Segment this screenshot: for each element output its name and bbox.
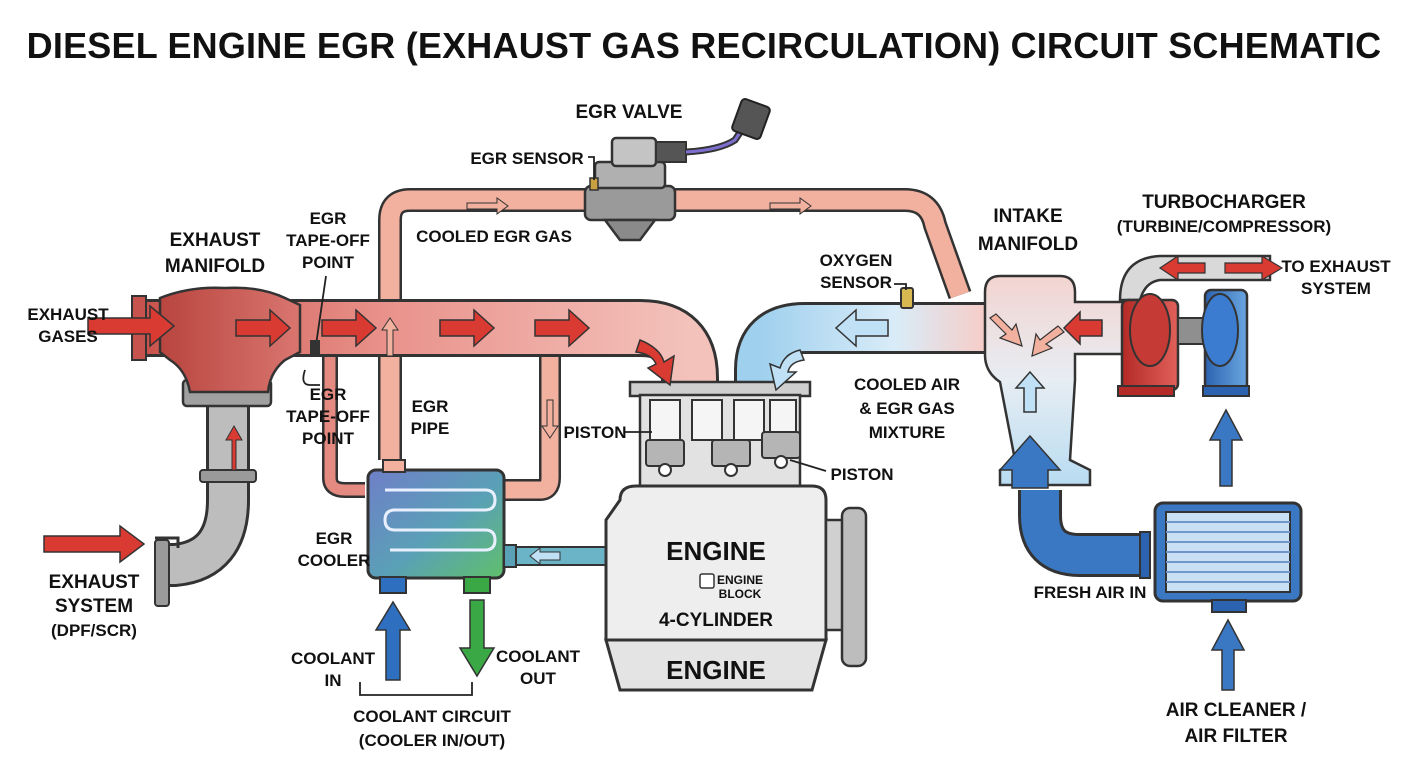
label-engine-block-2: BLOCK <box>719 587 762 601</box>
label-intake-manifold-2: MANIFOLD <box>978 234 1078 255</box>
label-air-cleaner-1: AIR CLEANER / <box>1166 700 1307 721</box>
engine-block-icon <box>699 573 715 589</box>
oxygen-sensor <box>900 287 914 309</box>
intake-pipe <box>734 302 985 396</box>
label-tapeoff-bot-2: TAPE-OFF <box>286 407 370 426</box>
label-exhaust-manifold-2: MANIFOLD <box>165 256 265 277</box>
label-exhaust-manifold-1: EXHAUST <box>170 230 261 251</box>
leader-lines <box>302 156 907 696</box>
label-tapeoff-bot-3: POINT <box>302 429 355 448</box>
label-engine-bottom: ENGINE <box>666 655 766 685</box>
label-egr-valve: EGR VALVE <box>576 102 683 123</box>
label-fresh-air-in: FRESH AIR IN <box>1034 583 1147 602</box>
label-turbocharger-1: TURBOCHARGER <box>1142 192 1306 213</box>
label-tapeoff-top-1: EGR <box>310 209 347 228</box>
label-tapeoff-bot-1: EGR <box>310 385 347 404</box>
label-coolant-in-1: COOLANT <box>291 649 376 668</box>
label-engine-block-1: ENGINE <box>717 573 763 587</box>
label-egr-pipe-1: EGR <box>412 397 449 416</box>
turbocharger <box>1117 254 1272 397</box>
egr-cooler <box>366 459 517 594</box>
label-tapeoff-top-2: TAPE-OFF <box>286 231 370 250</box>
cylinders <box>645 399 801 477</box>
label-egr-cooler-1: EGR <box>316 529 353 548</box>
label-turbocharger-2: (TURBINE/COMPRESSOR) <box>1117 217 1331 236</box>
label-air-cleaner-2: AIR FILTER <box>1184 726 1287 747</box>
air-filter <box>1153 501 1303 613</box>
label-four-cylinder: 4-CYLINDER <box>659 610 773 631</box>
tapeoff-marker <box>310 340 320 356</box>
label-coolant-out-1: COOLANT <box>496 647 581 666</box>
label-engine-top: ENGINE <box>666 536 766 566</box>
label-piston-left: PISTON <box>564 423 627 442</box>
label-coolant-circuit-1: COOLANT CIRCUIT <box>353 707 511 726</box>
label-exhaust-gases-2: GASES <box>38 327 98 346</box>
label-exhaust-system-3: (DPF/SCR) <box>51 621 137 640</box>
label-to-exhaust-1: TO EXHAUST <box>1281 257 1391 276</box>
label-coolant-in-2: IN <box>325 671 342 690</box>
label-oxygen-sensor-2: SENSOR <box>820 273 892 292</box>
label-cooled-mix-1: COOLED AIR <box>854 375 960 394</box>
engine <box>604 380 868 692</box>
label-to-exhaust-2: SYSTEM <box>1301 279 1371 298</box>
label-tapeoff-top-3: POINT <box>302 253 355 272</box>
diagram-title: DIESEL ENGINE EGR (EXHAUST GAS RECIRCULA… <box>27 25 1382 66</box>
exhaust-downpipe <box>153 378 273 607</box>
label-exhaust-gases-1: EXHAUST <box>27 305 109 324</box>
label-cooled-mix-3: MIXTURE <box>869 423 946 442</box>
label-oxygen-sensor-1: OXYGEN <box>820 251 893 270</box>
label-exhaust-system-2: SYSTEM <box>55 596 133 617</box>
flow-arrows <box>43 197 1284 691</box>
label-coolant-out-2: OUT <box>520 669 557 688</box>
label-egr-sensor: EGR SENSOR <box>470 149 583 168</box>
egr-valve <box>583 98 771 242</box>
label-cooled-egr-gas: COOLED EGR GAS <box>416 227 572 246</box>
label-exhaust-system-1: EXHAUST <box>49 572 140 593</box>
label-egr-cooler-2: COOLER <box>298 551 371 570</box>
intake-manifold <box>983 274 1127 487</box>
fresh-air-pipe <box>1018 490 1151 579</box>
label-intake-manifold-1: INTAKE <box>993 206 1062 227</box>
label-piston-right: PISTON <box>831 465 894 484</box>
label-coolant-circuit-2: (COOLER IN/OUT) <box>359 731 505 750</box>
label-cooled-mix-2: & EGR GAS <box>859 399 954 418</box>
main-exhaust-pipe <box>135 299 719 407</box>
label-egr-pipe-2: PIPE <box>411 419 450 438</box>
